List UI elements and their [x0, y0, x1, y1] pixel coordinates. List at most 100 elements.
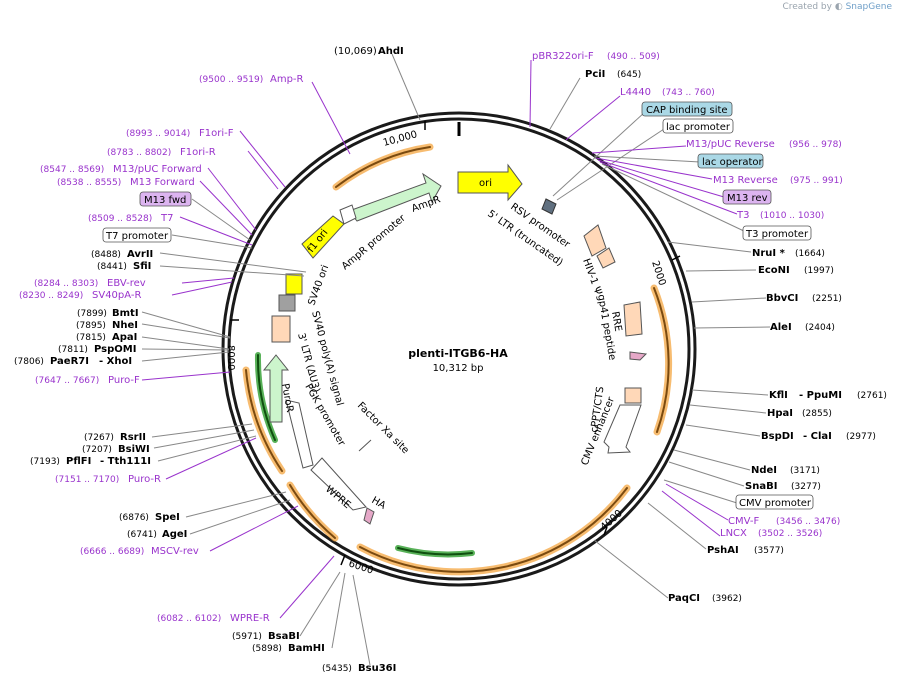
cmvf-name: CMV-F [728, 516, 759, 527]
m13pr-range: (956 .. 978) [789, 140, 842, 150]
pbr-range: (490 .. 509) [607, 52, 660, 62]
plasmid-name: plenti-ITGB6-HA [408, 347, 508, 360]
econi-pos: (1997) [804, 266, 834, 276]
paer7i-pos: (7806) [14, 357, 44, 367]
ndei-name: NdeI [751, 465, 777, 476]
alei-pos: (2404) [805, 323, 835, 333]
cmvp-name: CMV promoter [739, 498, 812, 509]
paqci-pos: (3962) [712, 594, 742, 604]
sfii-name: SfiI [133, 261, 151, 272]
cap-box [641, 101, 733, 117]
m13pf-range: (8547 .. 8569) [40, 165, 104, 175]
rsrii-pos: (7267) [84, 433, 114, 443]
ori-feature [457, 163, 523, 202]
kfli-sep: - PpuMI [799, 390, 842, 401]
bmti-name: BmtI [112, 308, 139, 319]
bsiwi-name: BsiWI [118, 444, 150, 455]
cppt-feature [624, 387, 642, 404]
f1f-range: (8993 .. 9014) [126, 129, 190, 139]
lacop-name: lac operator [702, 157, 763, 168]
ltr5-feature [583, 224, 607, 257]
kfli-name: KflI [769, 390, 788, 401]
lacop-box [697, 153, 764, 169]
gp41-feature [629, 351, 648, 361]
apai-name: ApaI [112, 332, 137, 343]
bspdi-pos: (2977) [846, 432, 876, 442]
bsu36i-name: Bsu36I [358, 663, 396, 674]
factor-xa-leader [358, 439, 372, 452]
ruler-tick [603, 526, 608, 536]
nrui-name: NruI * [752, 248, 786, 259]
orf-arcs [242, 143, 673, 576]
t7p-name: T7 promoter [105, 231, 169, 242]
l4440-range: (743 .. 760) [662, 88, 715, 98]
ampr-feature [348, 172, 442, 222]
f1f-name: F1ori-F [199, 128, 234, 139]
t7-range: (8509 .. 8528) [88, 214, 152, 224]
pbr-name: pBR322ori-F [532, 51, 594, 62]
apai-pos: (7815) [76, 333, 106, 343]
t3p-name: T3 promoter [745, 229, 809, 240]
m13pf-name: M13/pUC Forward [113, 164, 202, 175]
purof-name: Puro-F [108, 375, 140, 386]
m13r-name: M13 Reverse [713, 175, 778, 186]
nrui-pos: (1664) [795, 249, 825, 259]
bsabi-name: BsaBI [268, 631, 300, 642]
msvr-range: (6666 .. 6689) [80, 547, 144, 557]
m13fwd-name: M13 fwd [144, 195, 186, 206]
pshai-name: PshAI [707, 545, 739, 556]
econi-name: EcoNI [758, 265, 790, 276]
credit-prefix: Created by [782, 2, 832, 12]
pshai-pos: (3577) [754, 546, 784, 556]
bamhi-name: BamHI [288, 643, 325, 654]
cap-name: CAP binding site [646, 105, 728, 116]
m13pr-name: M13/pUC Reverse [686, 139, 775, 150]
sv40pa-range: (8230 .. 8249) [19, 291, 83, 301]
hpai-name: HpaI [767, 408, 793, 419]
ruler-label-10000: 10,000 [382, 129, 419, 149]
lncx-range: (3502 .. 3526) [758, 529, 822, 539]
sv40-ori-label: SV40 ori [306, 264, 331, 307]
paer7i-sep: - XhoI [99, 356, 132, 367]
pcii-name: PciI [585, 69, 605, 80]
pflfi-pos: (7193) [30, 457, 60, 467]
sfii-pos: (8441) [97, 262, 127, 272]
wpre-feature [310, 457, 367, 511]
ruler-tick [671, 255, 681, 261]
ampr-name: Amp-R [270, 74, 304, 85]
ampr-range: (9500 .. 9519) [199, 75, 263, 85]
sv40-ori-feature [285, 273, 303, 295]
pflfi-sep: - Tth111I [100, 456, 151, 467]
sv40pa-name: SV40pA-R [92, 290, 141, 301]
t7p-box [102, 227, 172, 243]
msvr-name: MSCV-rev [151, 546, 199, 557]
backbone-outer [221, 111, 697, 587]
cmvf-range: (3456 .. 3476) [776, 517, 840, 527]
t7-name: T7 [160, 213, 173, 224]
puror-feature [262, 354, 290, 423]
m13fwd-box [139, 191, 192, 207]
bamhi-pos: (5898) [252, 644, 282, 654]
nhei-name: NheI [112, 320, 138, 331]
m13f-range: (8538 .. 8555) [57, 178, 121, 188]
ahdi-name: AhdI [378, 46, 404, 57]
ltr3-feature [271, 315, 291, 343]
ori-label: ori [479, 178, 492, 189]
snabi-name: SnaBI [745, 481, 777, 492]
paqci-name: PaqCI [668, 593, 700, 604]
pspomi-name: PspOMI [94, 344, 136, 355]
ampr-promoter-feature [339, 204, 357, 225]
bbvci-name: BbvCI [766, 293, 798, 304]
paer7i-name: PaeR7I [50, 356, 89, 367]
rsv-promoter-feature [541, 198, 557, 215]
factor-xa-label: Factor Xa site [355, 400, 411, 456]
m13rev-name: M13 rev [727, 193, 768, 204]
bspdi-sep: - ClaI [803, 431, 832, 442]
kfli-pos: (2761) [857, 391, 887, 401]
bmti-pos: (7899) [77, 309, 107, 319]
agei-pos: (6741) [127, 530, 157, 540]
spei-name: SpeI [155, 512, 180, 523]
spei-pos: (6876) [119, 513, 149, 523]
t3-range: (1010 .. 1030) [760, 211, 824, 221]
puror-label: PuroR [279, 383, 295, 414]
